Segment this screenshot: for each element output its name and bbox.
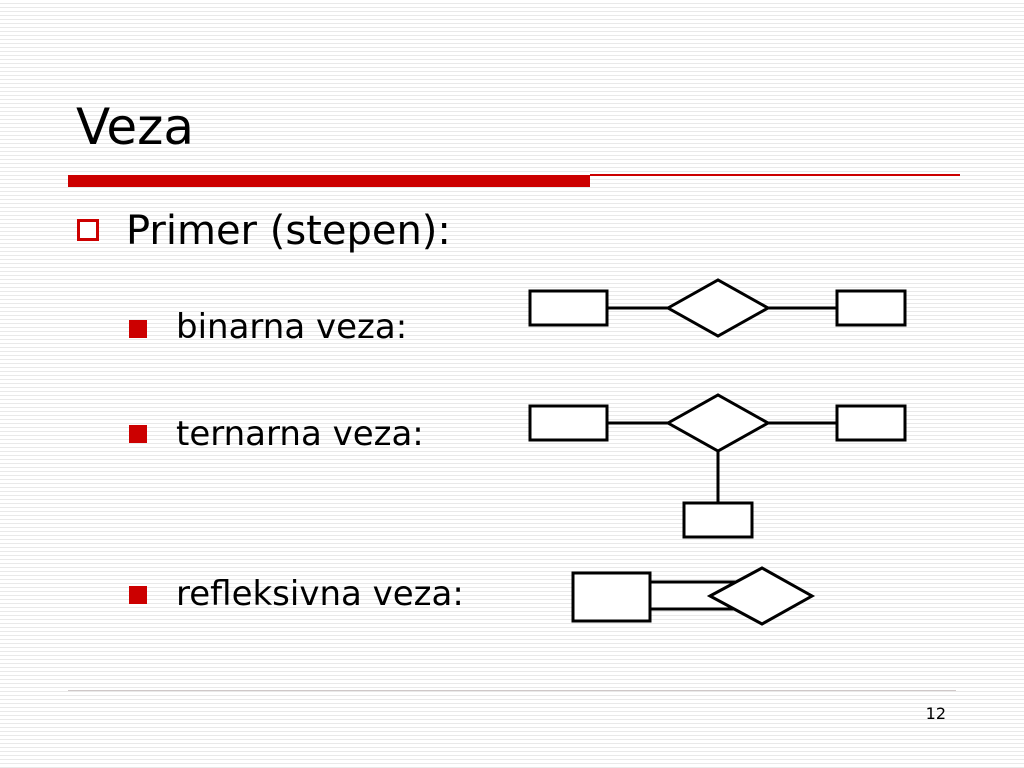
filled-square-bullet-icon [129, 320, 147, 338]
relationship-diamond [664, 278, 772, 338]
relationship-diamond [706, 566, 816, 626]
entity-box [835, 289, 907, 327]
entity-box [835, 404, 907, 442]
filled-square-bullet-icon [129, 425, 147, 443]
entity-box [682, 501, 754, 539]
filled-square-bullet-icon [129, 586, 147, 604]
reflexive-relationship-diagram [571, 566, 816, 626]
page-number: 12 [925, 704, 946, 723]
entity-box [528, 404, 609, 442]
sub-bullet-ternarna: ternarna veza: [176, 414, 424, 454]
entity-box [528, 289, 609, 327]
slide-title: Veza [76, 98, 194, 156]
main-bullet-text: Primer (stepen): [126, 208, 451, 254]
ternary-relationship-diagram [528, 393, 907, 539]
entity-box [571, 571, 652, 623]
footer-divider [68, 690, 956, 691]
sub-bullet-refleksivna: refleksivna veza: [176, 574, 464, 614]
hollow-square-bullet-icon [77, 219, 99, 241]
binary-relationship-diagram [528, 278, 907, 338]
relationship-diamond [664, 393, 772, 453]
sub-bullet-binarna: binarna veza: [176, 307, 408, 347]
title-underline-thin [590, 174, 960, 176]
title-underline-thick [68, 175, 590, 187]
